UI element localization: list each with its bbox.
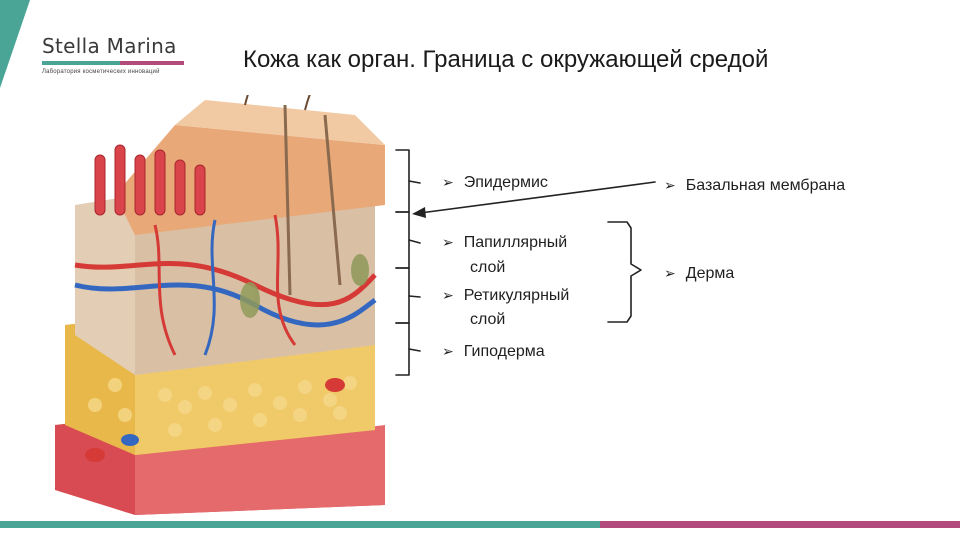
label-derma: ➢Дерма bbox=[664, 265, 735, 282]
bullet-arrow-icon: ➢ bbox=[664, 178, 676, 194]
arrow-head bbox=[412, 207, 426, 218]
label-reticular: ➢Ретикулярный bbox=[442, 287, 570, 304]
bottom-bar-teal bbox=[0, 521, 600, 528]
slide-title: Кожа как орган. Граница с окружающей сре… bbox=[243, 46, 769, 73]
bullet-arrow-icon: ➢ bbox=[442, 235, 454, 251]
label-papillary-line2: слой bbox=[470, 259, 506, 276]
label-epidermis: ➢Эпидермис bbox=[442, 174, 548, 191]
corner-decoration bbox=[0, 0, 30, 88]
label-basal-membrane: ➢Базальная мембрана bbox=[664, 177, 846, 194]
label-papillary: ➢Папиллярный bbox=[442, 234, 568, 251]
bracket-hypodermis bbox=[395, 322, 410, 376]
bracket-papillary bbox=[395, 211, 410, 269]
logo: Stella Marina Лаборатория косметических … bbox=[42, 34, 192, 75]
bottom-bar-magenta bbox=[600, 521, 960, 528]
bullet-arrow-icon: ➢ bbox=[664, 266, 676, 282]
bullet-arrow-icon: ➢ bbox=[442, 344, 454, 360]
bracket-derma bbox=[607, 221, 642, 323]
basal-membrane-arrow bbox=[419, 181, 656, 214]
label-hypodermis: ➢Гиподерма bbox=[442, 343, 545, 360]
logo-name: Stella Marina bbox=[42, 34, 177, 58]
bullet-arrow-icon: ➢ bbox=[442, 175, 454, 191]
bracket-reticular bbox=[395, 267, 410, 324]
logo-tagline: Лаборатория косметических инноваций bbox=[42, 69, 160, 75]
bullet-arrow-icon: ➢ bbox=[442, 288, 454, 304]
label-reticular-line2: слой bbox=[470, 311, 506, 328]
bracket-epidermis bbox=[395, 149, 410, 213]
logo-bar bbox=[42, 61, 184, 65]
skin-cross-section-illustration bbox=[55, 95, 385, 515]
bottom-decorative-bar bbox=[0, 521, 960, 528]
